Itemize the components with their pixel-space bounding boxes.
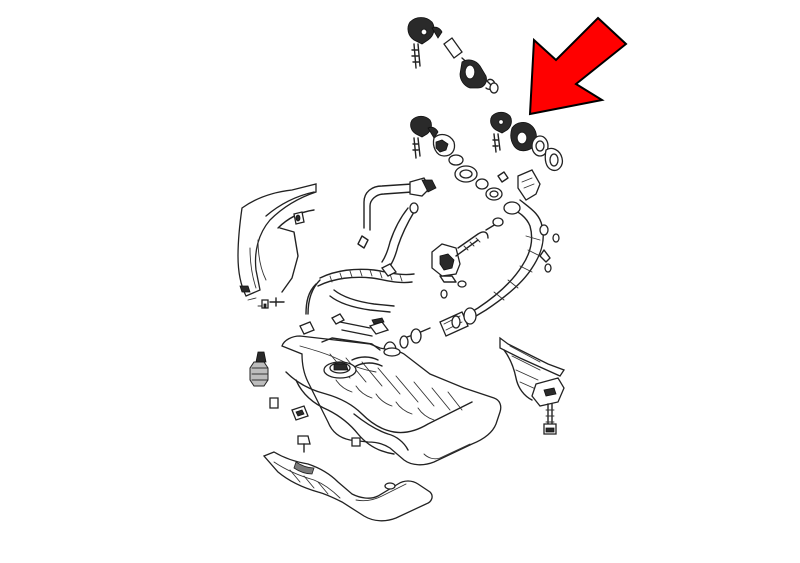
- left-mount-parts: [249, 351, 361, 453]
- filler-hose: [383, 199, 544, 359]
- fuel-tank: [281, 335, 502, 466]
- filler-neck-rings: [448, 154, 509, 201]
- hose-clamps-right: [539, 224, 560, 273]
- lock-cylinder-middle: [510, 122, 564, 172]
- vent-hose: [299, 177, 467, 337]
- inner-wheel-arch-liner: [237, 183, 317, 309]
- red-arrow-indicator: [528, 16, 628, 116]
- bracket-with-bolt: [499, 336, 565, 435]
- lock-cylinder-upper: [443, 37, 499, 94]
- key-cap-left: [410, 115, 456, 159]
- key-cap-upper: [407, 17, 443, 69]
- fuel-pump-unit: [323, 356, 383, 379]
- key-cap-middle: [490, 111, 512, 153]
- tank-strap-bracket: [368, 217, 504, 335]
- heat-shield: [262, 451, 433, 522]
- filler-funnel: [517, 169, 541, 201]
